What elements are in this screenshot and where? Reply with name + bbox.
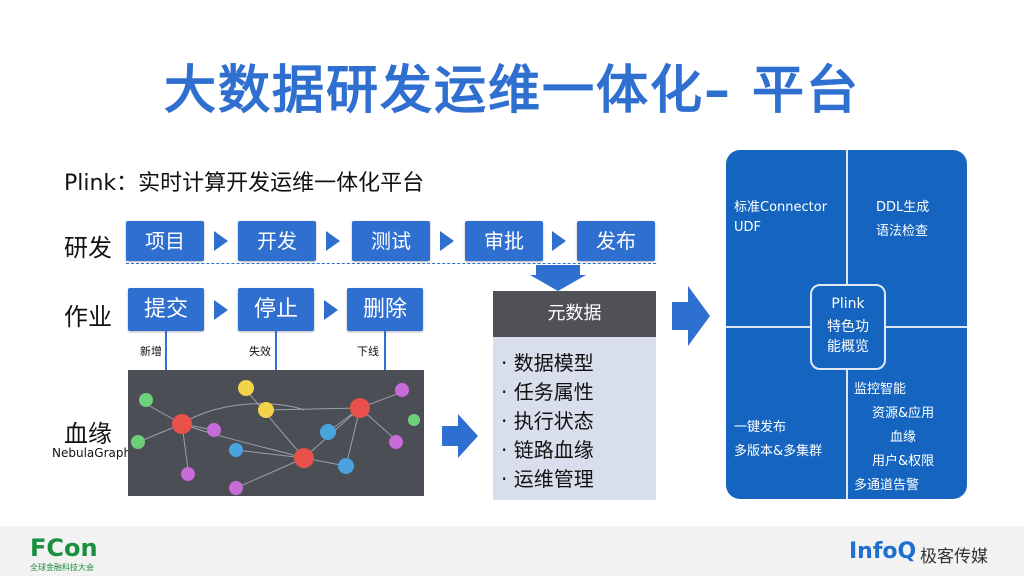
metadata-item: · 任务属性	[501, 380, 594, 404]
arrow-icon	[440, 231, 454, 251]
connector-line	[165, 331, 167, 370]
row-label-dev: 研发	[64, 234, 112, 262]
row-label-job: 作业	[64, 303, 112, 331]
metadata-item: · 数据模型	[501, 351, 594, 375]
feature-text: 多版本&多集群	[734, 444, 823, 459]
connector-line	[275, 331, 277, 370]
down-arrow-icon	[530, 265, 586, 291]
job-note-add: 新增	[140, 345, 162, 358]
feature-text: 资源&应用	[872, 406, 935, 421]
job-note-invalid: 失效	[249, 345, 271, 358]
job-step-stop: 停止	[238, 288, 314, 331]
feature-text: DDL生成	[876, 200, 930, 215]
feature-text: 标准Connector	[734, 200, 828, 215]
features-panel: 标准Connector UDF DDL生成 语法检查 一键发布 多版本&多集群 …	[726, 150, 967, 499]
dev-step-test: 测试	[352, 221, 430, 261]
dev-step-develop: 开发	[238, 221, 316, 261]
feature-text: UDF	[734, 220, 762, 235]
dev-step-project: 项目	[126, 221, 204, 261]
center-line: 特色功	[827, 319, 869, 335]
slide-title: 大数据研发运维一体化– 平台	[163, 61, 861, 121]
dev-divider	[126, 263, 656, 264]
panel-center-badge: Plink 特色功 能概览	[810, 284, 886, 370]
feature-text: 一键发布	[734, 420, 787, 435]
slide-subtitle: Plink：实时计算开发运维一体化平台	[64, 171, 425, 196]
infoq-logo: InfoQ	[849, 539, 917, 564]
row-sublabel-nebula: NebulaGraph	[52, 446, 132, 460]
dev-step-approve: 审批	[465, 221, 543, 261]
job-step-delete: 删除	[347, 288, 423, 331]
center-line: Plink	[831, 296, 865, 312]
feature-text: 语法检查	[876, 224, 929, 239]
lineage-graph	[128, 370, 424, 496]
metadata-header: 元数据	[493, 291, 656, 337]
center-line: 能概览	[827, 339, 869, 355]
right-arrow-icon	[442, 414, 478, 458]
geek-media-text: 极客传媒	[920, 547, 988, 567]
arrow-icon	[214, 231, 228, 251]
job-step-submit: 提交	[128, 288, 204, 331]
footer: FCon 全球金融科技大会 InfoQ 极客传媒	[0, 526, 1024, 576]
arrow-icon	[324, 300, 338, 320]
right-arrow-icon	[672, 286, 710, 346]
arrow-icon	[214, 300, 228, 320]
metadata-item: · 执行状态	[501, 409, 594, 433]
feature-text: 用户&权限	[872, 454, 935, 469]
metadata-item: · 链路血缘	[501, 438, 594, 462]
metadata-item: · 运维管理	[501, 467, 594, 491]
feature-text: 监控智能	[854, 382, 907, 397]
arrow-icon	[326, 231, 340, 251]
job-note-offline: 下线	[357, 345, 379, 358]
fcon-logo: FCon	[30, 534, 98, 562]
feature-text: 血缘	[890, 430, 917, 445]
graph-visual	[131, 380, 420, 495]
feature-text: 多通道告警	[854, 478, 920, 493]
dev-step-publish: 发布	[577, 221, 655, 261]
metadata-list: · 数据模型 · 任务属性 · 执行状态 · 链路血缘 · 运维管理	[493, 337, 656, 500]
row-label-lineage: 血缘	[64, 420, 112, 448]
fcon-subtitle: 全球金融科技大会	[30, 563, 94, 572]
arrow-icon	[552, 231, 566, 251]
connector-line	[384, 331, 386, 370]
